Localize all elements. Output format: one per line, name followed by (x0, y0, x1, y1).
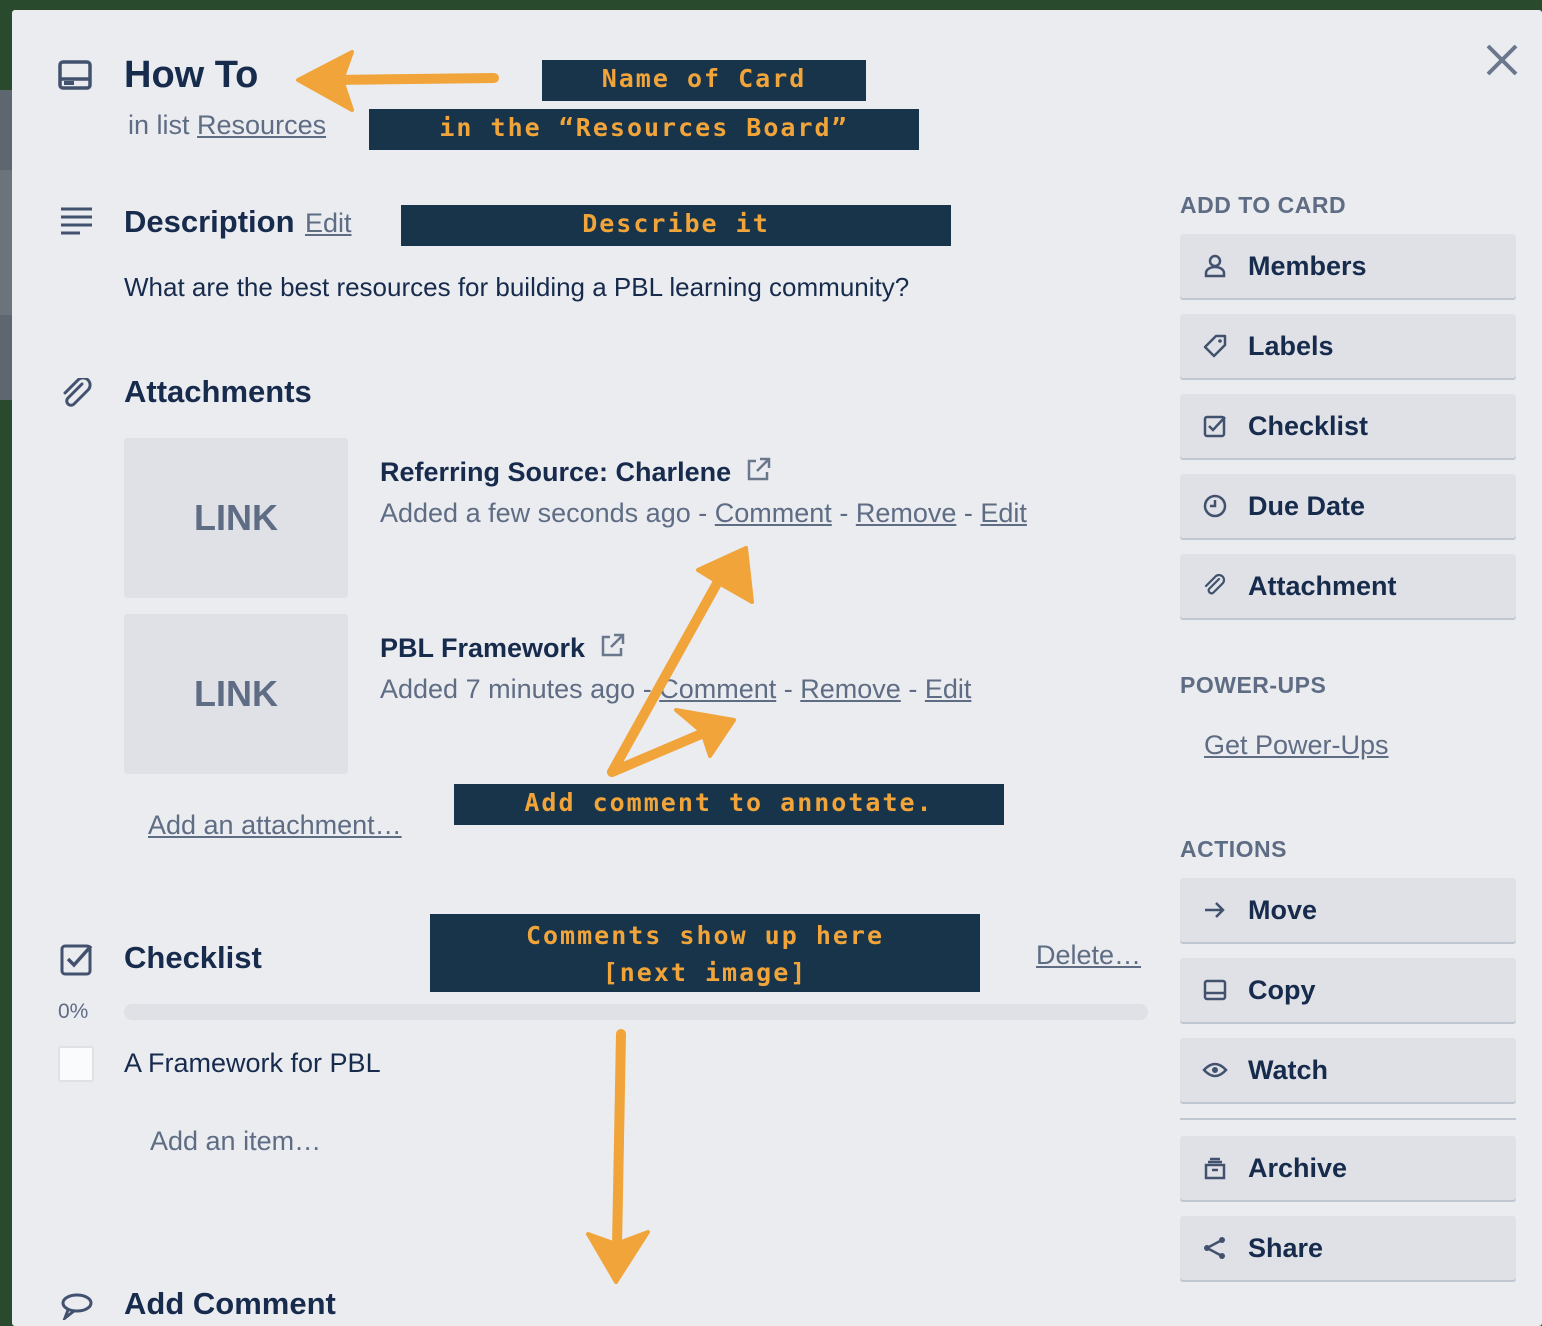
button-label: Labels (1248, 330, 1334, 361)
separator: - (642, 674, 652, 704)
attachment-added: Added 7 minutes ago (380, 674, 636, 704)
attachment-item: PBL Framework (380, 632, 626, 664)
attachment-meta: Added a few seconds ago - Comment - Remo… (380, 498, 1027, 529)
actions-heading: ACTIONS (1180, 836, 1287, 862)
callout-add-comment: Add comment to annotate. (454, 784, 1004, 825)
close-icon[interactable] (1482, 40, 1522, 80)
card-icon (1202, 977, 1228, 1003)
share-icon (1202, 1235, 1228, 1261)
attachment-remove-link[interactable]: Remove (800, 674, 901, 704)
callout-describe-it: Describe it (401, 205, 951, 246)
attachment-comment-link[interactable]: Comment (659, 674, 777, 704)
checklist-item-text[interactable]: A Framework for PBL (124, 1048, 381, 1078)
button-label: Archive (1248, 1152, 1348, 1183)
arrow-right-icon (1202, 897, 1228, 923)
description-header: Description Edit (124, 204, 352, 240)
card-icon (58, 60, 92, 95)
labels-button[interactable]: Labels (1180, 314, 1516, 378)
archive-button[interactable]: Archive (1180, 1136, 1516, 1200)
paperclip-icon (60, 376, 94, 413)
person-icon (1202, 253, 1228, 279)
callout-resources-board: in the “Resources Board” (369, 109, 919, 150)
add-to-card-heading: ADD TO CARD (1180, 192, 1347, 218)
members-button[interactable]: Members (1180, 234, 1516, 298)
checklist-delete-link[interactable]: Delete… (1036, 940, 1142, 970)
button-label: Members (1248, 250, 1367, 281)
attachment-name[interactable]: Referring Source: Charlene (380, 457, 732, 487)
callout-line: [next image] (602, 958, 808, 987)
checklist-progress-bar (124, 1004, 1148, 1020)
checklist-heading: Checklist (124, 940, 262, 975)
external-link-icon[interactable] (598, 632, 626, 660)
button-label: Attachment (1248, 570, 1397, 601)
callout-comments-show-up: Comments show up here [next image] (430, 914, 980, 992)
attachment-remove-link[interactable]: Remove (855, 498, 957, 528)
paperclip-icon (1202, 573, 1228, 599)
due-date-button[interactable]: Due Date (1180, 474, 1516, 538)
attachment-name[interactable]: PBL Framework (380, 633, 586, 663)
separator: - (839, 498, 849, 528)
comment-icon (60, 1292, 94, 1325)
attachment-thumbnail[interactable]: LINK (124, 438, 348, 598)
card-title[interactable]: How To (124, 54, 259, 96)
list-link[interactable]: Resources (197, 110, 327, 140)
share-button[interactable]: Share (1180, 1216, 1516, 1280)
attachment-edit-link[interactable]: Edit (980, 498, 1027, 528)
attachment-item: Referring Source: Charlene (380, 456, 772, 488)
get-powerups-link[interactable]: Get Power-Ups (1204, 730, 1389, 760)
arrow-to-title (296, 50, 499, 112)
button-label: Share (1248, 1232, 1324, 1263)
attachment-button[interactable]: Attachment (1180, 554, 1516, 618)
move-button[interactable]: Move (1180, 878, 1516, 942)
description-heading: Description (124, 204, 295, 239)
attachments-heading: Attachments (124, 374, 312, 409)
clock-icon (1202, 493, 1228, 519)
checklist-button[interactable]: Checklist (1180, 394, 1516, 458)
arrow-to-comment-links (607, 546, 754, 777)
button-label: Checklist (1248, 410, 1369, 441)
checklist-percent: 0% (58, 1000, 89, 1023)
separator: - (783, 674, 793, 704)
in-list-prefix: in list (128, 110, 190, 140)
tag-icon (1202, 333, 1228, 359)
watch-button[interactable]: Watch (1180, 1038, 1516, 1102)
button-label: Watch (1248, 1054, 1328, 1085)
attachment-thumbnail[interactable]: LINK (124, 614, 348, 774)
description-edit-link[interactable]: Edit (304, 208, 352, 238)
add-attachment-link[interactable]: Add an attachment… (148, 810, 402, 840)
attachment-comment-link[interactable]: Comment (714, 498, 832, 528)
button-label: Copy (1248, 974, 1316, 1005)
powerups-heading: POWER-UPS (1180, 672, 1327, 698)
external-link-icon[interactable] (744, 456, 772, 484)
card-detail-modal: How To in list Resources Description Edi… (12, 10, 1542, 1326)
card-list-info: in list Resources (128, 110, 326, 141)
description-icon (60, 206, 94, 241)
sidebar-divider (1180, 1118, 1516, 1120)
button-label: Due Date (1248, 490, 1366, 521)
attachment-meta: Added 7 minutes ago - Comment - Remove -… (380, 674, 971, 705)
button-label: Move (1248, 894, 1318, 925)
add-checklist-item[interactable]: Add an item… (150, 1126, 322, 1156)
separator: - (908, 674, 918, 704)
checkbox-icon (1202, 413, 1228, 439)
callout-line: Comments show up here (525, 921, 885, 950)
add-comment-heading: Add Comment (124, 1286, 336, 1321)
checklist-item-checkbox[interactable] (58, 1046, 94, 1082)
separator: - (698, 498, 708, 528)
attachment-edit-link[interactable]: Edit (924, 674, 972, 704)
copy-button[interactable]: Copy (1180, 958, 1516, 1022)
arrow-down-to-comments (586, 1029, 650, 1284)
separator: - (963, 498, 973, 528)
eye-icon (1202, 1057, 1228, 1083)
archive-icon (1202, 1155, 1228, 1181)
attachment-added: Added a few seconds ago (380, 498, 691, 528)
checkbox-icon (60, 942, 94, 981)
description-text[interactable]: What are the best resources for building… (124, 272, 910, 302)
board-backdrop-strip (0, 170, 12, 315)
callout-name-of-card: Name of Card (542, 60, 866, 101)
